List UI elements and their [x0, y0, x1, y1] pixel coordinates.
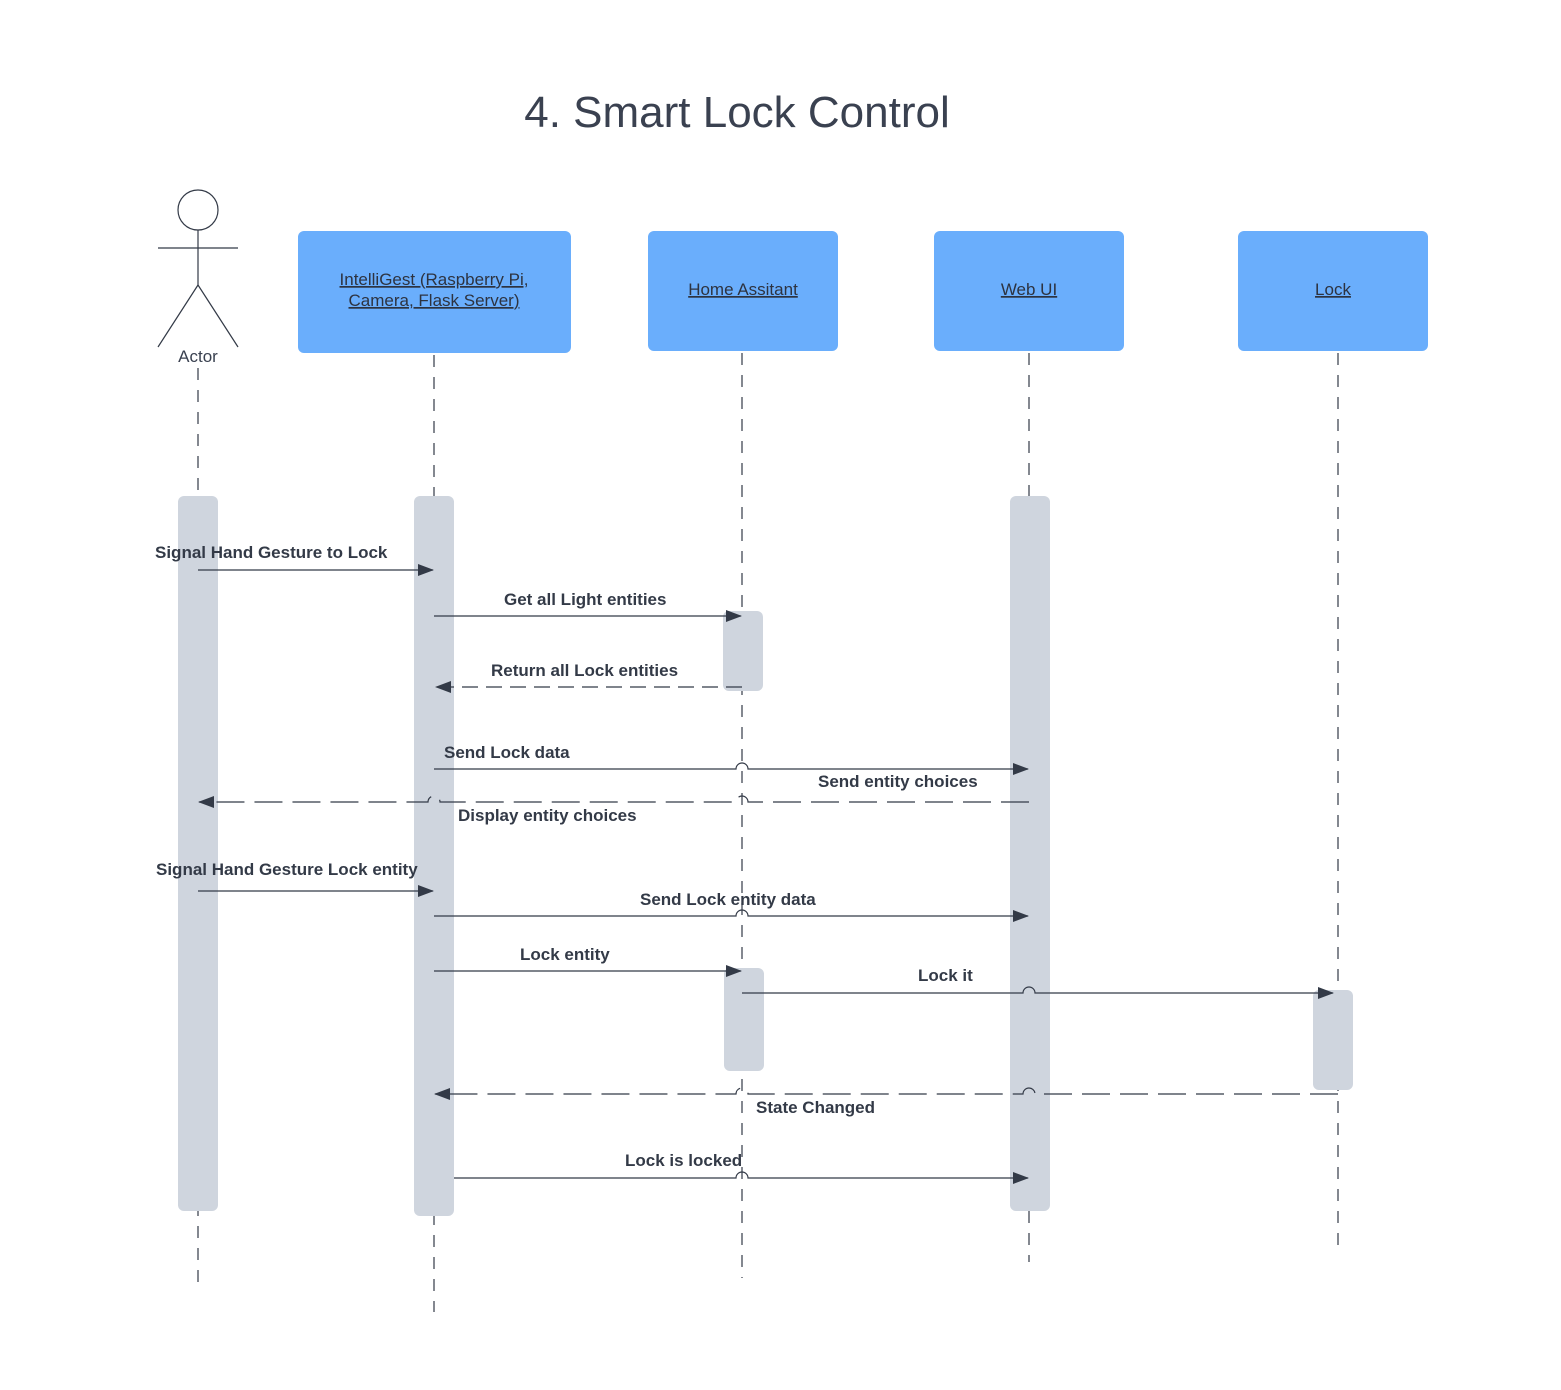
message-label-5: Send entity choices: [818, 772, 978, 791]
participant-intelligest: IntelliGest (Raspberry Pi, Camera, Flask…: [298, 231, 571, 353]
message-label-6: Display entity choices: [458, 806, 637, 825]
activation-actor: [178, 496, 218, 1211]
message-label-2: Get all Light entities: [504, 590, 666, 609]
activation-home-assistant-2: [724, 968, 764, 1071]
message-label-1: Signal Hand Gesture to Lock: [155, 543, 388, 562]
participant-home-assistant: Home Assitant: [648, 231, 838, 351]
message-label-3: Return all Lock entities: [491, 661, 678, 680]
activation-intelligest: [414, 496, 454, 1216]
message-arrow-5: [198, 795, 1029, 808]
participant-intelligest-label-line-1: IntelliGest (Raspberry Pi,: [340, 270, 529, 289]
message-labels: Signal Hand Gesture to Lock Get all Ligh…: [155, 543, 978, 1170]
diagram-title: 4. Smart Lock Control: [524, 88, 950, 137]
participant-web-ui: Web UI: [934, 231, 1124, 351]
message-label-10: Lock it: [918, 966, 973, 985]
message-label-11: State Changed: [756, 1098, 875, 1117]
actor-label: Actor: [178, 347, 218, 366]
participant-intelligest-label-line-2: Camera, Flask Server): [349, 291, 520, 310]
message-label-7: Signal Hand Gesture Lock entity: [156, 860, 418, 879]
participant-home-assistant-label: Home Assitant: [688, 280, 798, 299]
message-label-9: Lock entity: [520, 945, 610, 964]
activation-bars: [178, 496, 1353, 1216]
actor-stick-figure-icon: [157, 189, 239, 348]
activation-home-assistant-1: [723, 611, 763, 691]
message-label-12: Lock is locked: [625, 1151, 742, 1170]
participant-web-ui-label: Web UI: [1001, 280, 1057, 299]
message-arrow-11: [434, 1087, 1338, 1100]
message-label-4: Send Lock data: [444, 743, 570, 762]
message-arrow-12: [454, 1171, 1029, 1184]
message-arrow-8: [434, 909, 1029, 922]
message-arrows: [198, 564, 1338, 1184]
participant-lock-label: Lock: [1315, 280, 1351, 299]
message-arrow-4: [434, 762, 1029, 775]
message-arrow-10: [742, 986, 1334, 999]
activation-web-ui: [1010, 496, 1050, 1211]
activation-lock: [1313, 990, 1353, 1090]
lifelines: [197, 353, 1339, 1312]
participant-lock: Lock: [1238, 231, 1428, 351]
message-label-8: Send Lock entity data: [640, 890, 816, 909]
